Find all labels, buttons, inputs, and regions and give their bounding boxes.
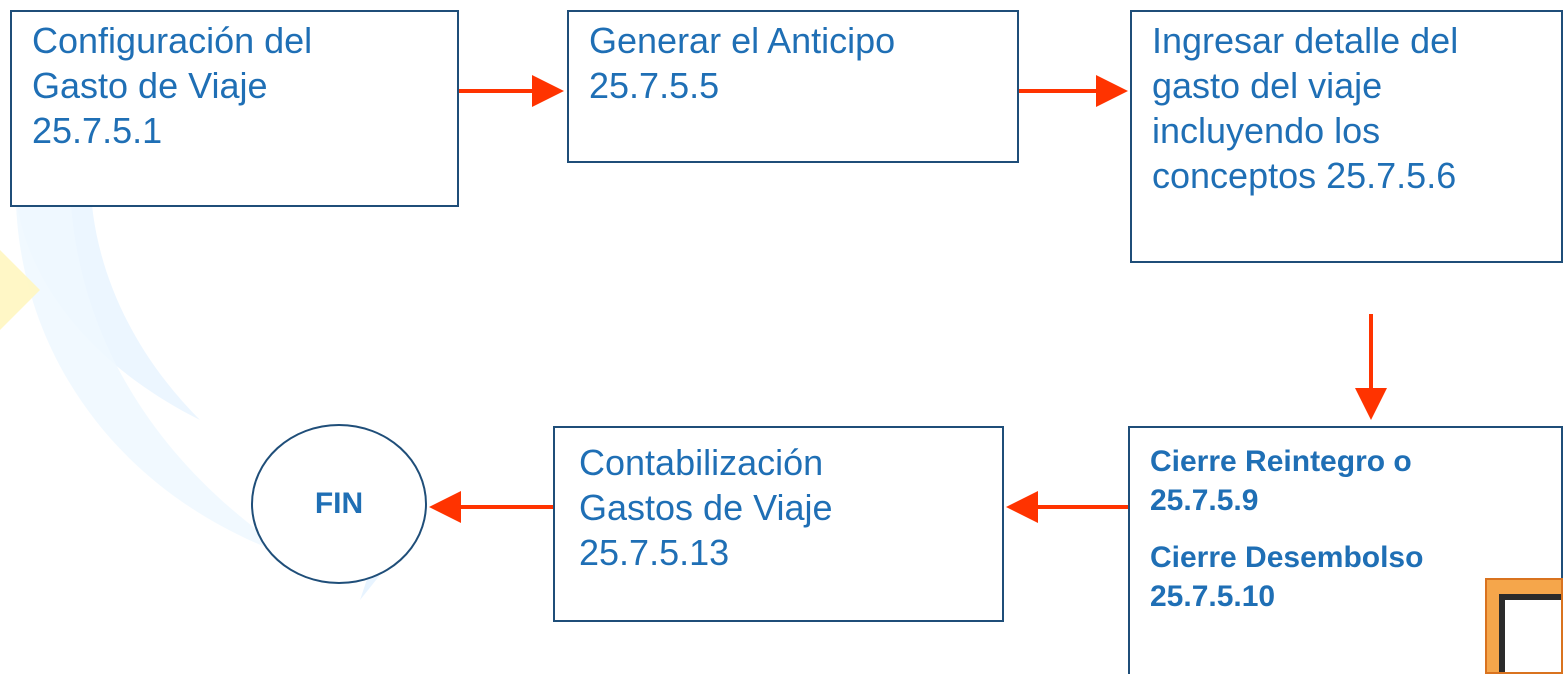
step-anticipo-line-1: Generar el Anticipo [589,20,896,61]
step-config-line-2: Gasto de Viaje [32,65,268,106]
step-contabilizacion-line-2: Gastos de Viaje [579,487,833,528]
step-detalle-line-3: incluyendo los [1152,110,1381,151]
step-detalle-line-1: Ingresar detalle del [1152,20,1459,61]
step-config-line-1: Configuración del [32,20,313,61]
logo-icon [1485,578,1563,674]
step-cierre-desembolso: Cierre Desembolso 25.7.5.10 [1150,538,1541,616]
end-node: FIN [251,424,427,584]
step-detalle-line-2: gasto del viaje [1152,65,1383,106]
step-anticipo-line-2: 25.7.5.5 [589,65,720,106]
step-cierre-desembolso-line-1: Cierre Desembolso [1150,541,1424,574]
step-contabilizacion-line-1: Contabilización [579,442,824,483]
end-label: FIN [314,487,364,520]
step-config-box: Configuración del Gasto de Viaje 25.7.5.… [10,10,459,207]
step-anticipo-box: Generar el Anticipo 25.7.5.5 [567,10,1019,163]
step-cierre-reintegro-line-1: Cierre Reintegro o [1150,445,1412,478]
step-contabilizacion-line-3: 25.7.5.13 [579,532,730,573]
step-cierre-desembolso-line-2: 25.7.5.10 [1150,580,1276,613]
step-config-line-3: 25.7.5.1 [32,110,163,151]
step-cierre-reintegro-line-2: 25.7.5.9 [1150,484,1259,517]
step-cierre-reintegro: Cierre Reintegro o 25.7.5.9 [1150,442,1541,520]
step-detalle-box: Ingresar detalle del gasto del viaje inc… [1130,10,1563,263]
step-contabilizacion-box: Contabilización Gastos de Viaje 25.7.5.1… [553,426,1004,622]
logo-icon-inner [1499,594,1561,672]
step-detalle-line-4: conceptos 25.7.5.6 [1152,155,1457,196]
